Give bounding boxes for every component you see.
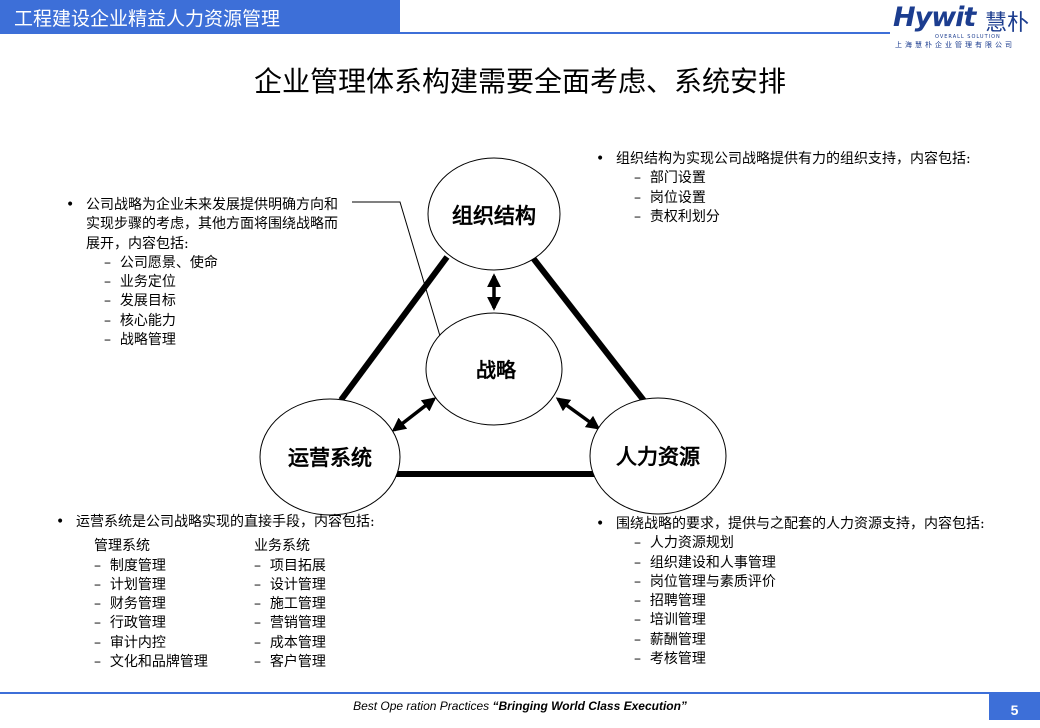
node-hr: 人力资源 bbox=[589, 397, 727, 515]
link-org-ops bbox=[338, 255, 450, 402]
business-system-column: 业务系统 – 项目拓展 – 设计管理 – 施工管理 – 营销管理 – 成本管理 … bbox=[254, 537, 414, 672]
org-intro: 组织结构为实现公司战略提供有力的组织支持，内容包括: bbox=[616, 151, 971, 167]
bullet-dot: • bbox=[596, 151, 605, 167]
list-item: – 计划管理 bbox=[94, 576, 166, 593]
list-item: – 核心能力 bbox=[104, 312, 176, 329]
list-item: – 岗位管理与素质评价 bbox=[634, 573, 776, 590]
list-item: – 岗位设置 bbox=[634, 189, 706, 206]
list-item: – 培训管理 bbox=[634, 612, 706, 629]
node-hr-label: 人力资源 bbox=[616, 444, 700, 469]
list-item: – 行政管理 bbox=[94, 615, 166, 632]
node-operations-label: 运营系统 bbox=[288, 445, 372, 470]
bullet-dot: • bbox=[66, 197, 75, 213]
operations-description: • 运营系统是公司战略实现的直接手段，内容包括: 管理系统 – 制度管理 – 计… bbox=[56, 513, 456, 672]
list-item: – 业务定位 bbox=[104, 274, 176, 291]
arrow-strategy-ops bbox=[391, 397, 437, 432]
list-item: – 薪酬管理 bbox=[634, 631, 706, 648]
arrow-strategy-hr bbox=[555, 397, 601, 430]
column-header: 管理系统 bbox=[94, 538, 150, 555]
footer-slogan: “Bringing World Class Execution” bbox=[492, 699, 687, 713]
list-item: – 招聘管理 bbox=[634, 593, 706, 610]
footer-tagline: Best Ope ration Practices “Bringing Worl… bbox=[0, 699, 1040, 713]
node-org-structure: 组织结构 bbox=[427, 157, 561, 271]
hr-intro: 围绕战略的要求，提供与之配套的人力资源支持，内容包括: bbox=[616, 516, 985, 532]
list-item: – 客户管理 bbox=[254, 654, 326, 671]
company-logo: Hywit 慧朴 OVERALL SOLUTION 上海慧朴企业管理有限公司 bbox=[893, 2, 1039, 50]
footer-rule bbox=[0, 692, 990, 694]
list-item: – 制度管理 bbox=[94, 557, 166, 574]
header-title: 工程建设企业精益人力资源管理 bbox=[14, 8, 281, 30]
list-item: – 组织建设和人事管理 bbox=[634, 554, 776, 571]
list-item: – 文化和品牌管理 bbox=[94, 654, 208, 671]
list-item: – 成本管理 bbox=[254, 634, 326, 651]
strategy-description: • 公司战略为企业未来发展提供明确方向和实现步骤的考虑，其他方面将围绕战略而展开… bbox=[66, 196, 346, 350]
list-item: – 责权利划分 bbox=[634, 208, 720, 225]
list-item: – 项目拓展 bbox=[254, 557, 326, 574]
org-structure-description: • 组织结构为实现公司战略提供有力的组织支持，内容包括: – 部门设置 – 岗位… bbox=[596, 150, 991, 227]
list-item: – 发展目标 bbox=[104, 293, 176, 310]
logo-company-name: 上海慧朴企业管理有限公司 bbox=[895, 41, 1015, 49]
column-header: 业务系统 bbox=[254, 538, 310, 555]
header-rule bbox=[400, 32, 890, 34]
node-org-label: 组织结构 bbox=[452, 203, 536, 228]
header-bar: 工程建设企业精益人力资源管理 bbox=[0, 0, 400, 34]
list-item: – 公司愿景、使命 bbox=[104, 254, 218, 271]
list-item: – 审计内控 bbox=[94, 634, 166, 651]
node-strategy-label: 战略 bbox=[476, 358, 517, 382]
slide-title: 企业管理体系构建需要全面考虑、系统安排 bbox=[253, 65, 786, 98]
list-item: – 战略管理 bbox=[104, 332, 176, 349]
ops-intro: 运营系统是公司战略实现的直接手段，内容包括: bbox=[76, 514, 375, 530]
bullet-dot: • bbox=[596, 516, 605, 532]
management-system-column: 管理系统 – 制度管理 – 计划管理 – 财务管理 – 行政管理 – 审计内控 … bbox=[94, 537, 254, 672]
list-item: – 考核管理 bbox=[634, 651, 706, 668]
list-item: – 人力资源规划 bbox=[634, 535, 734, 552]
bullet-dot: • bbox=[56, 514, 65, 530]
footer-text: Best Ope ration Practices bbox=[353, 699, 493, 713]
list-item: – 施工管理 bbox=[254, 596, 326, 613]
list-item: – 设计管理 bbox=[254, 576, 326, 593]
logo-cn-text: 慧朴 bbox=[985, 11, 1030, 36]
page-number: 5 bbox=[989, 692, 1040, 720]
logo-text: Hywit bbox=[893, 2, 976, 33]
link-org-hr bbox=[530, 256, 648, 404]
node-strategy: 战略 bbox=[425, 312, 563, 426]
strategy-intro: 公司战略为企业未来发展提供明确方向和实现步骤的考虑，其他方面将围绕战略而展开，内… bbox=[86, 197, 338, 252]
node-operations: 运营系统 bbox=[259, 398, 401, 516]
callout-line bbox=[352, 201, 441, 337]
hr-description: • 围绕战略的要求，提供与之配套的人力资源支持，内容包括: – 人力资源规划 –… bbox=[596, 515, 1006, 669]
list-item: – 营销管理 bbox=[254, 615, 326, 632]
logo-tagline: OVERALL SOLUTION bbox=[935, 34, 1001, 40]
list-item: – 财务管理 bbox=[94, 596, 166, 613]
list-item: – 部门设置 bbox=[634, 170, 706, 187]
